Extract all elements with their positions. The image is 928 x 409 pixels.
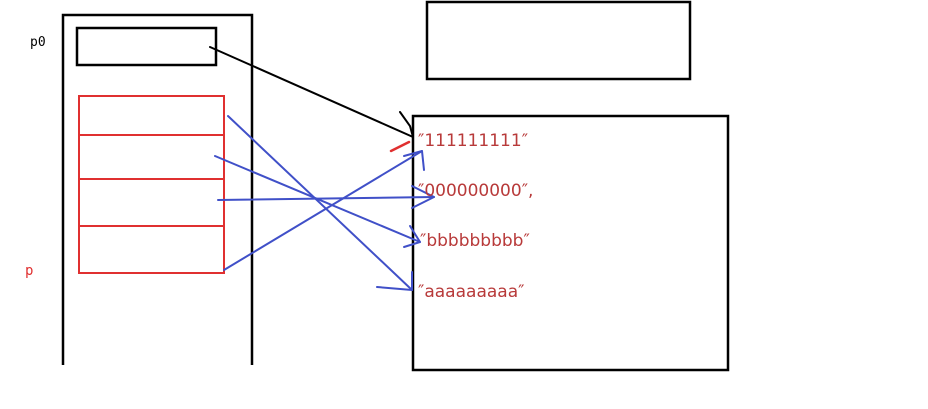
p0-cell bbox=[75, 26, 218, 67]
string-111: ″111111111″ bbox=[418, 131, 529, 151]
string-area-box bbox=[411, 114, 730, 372]
empty-box bbox=[425, 0, 692, 81]
array-outline bbox=[78, 95, 225, 274]
arrow-p1-to-bbb bbox=[214, 155, 421, 248]
pointer-array-p bbox=[78, 95, 225, 274]
blue-arrows bbox=[214, 115, 435, 291]
label-p: p bbox=[25, 263, 34, 279]
string-bbb: ″bbbbbbbbb″ bbox=[420, 231, 530, 251]
arrow-p0 bbox=[209, 46, 414, 138]
stack-frame bbox=[61, 13, 254, 365]
string-000: ″000000000″, bbox=[418, 181, 534, 201]
red-tick-mark bbox=[389, 140, 411, 153]
arrow-p2-to-000 bbox=[217, 185, 435, 209]
arrow-p3-to-111 bbox=[223, 150, 425, 271]
arrow-p0cell-to-aaa bbox=[227, 115, 413, 291]
label-p0: p0 bbox=[30, 35, 46, 50]
string-aaa: ″aaaaaaaaa″ bbox=[418, 282, 525, 302]
